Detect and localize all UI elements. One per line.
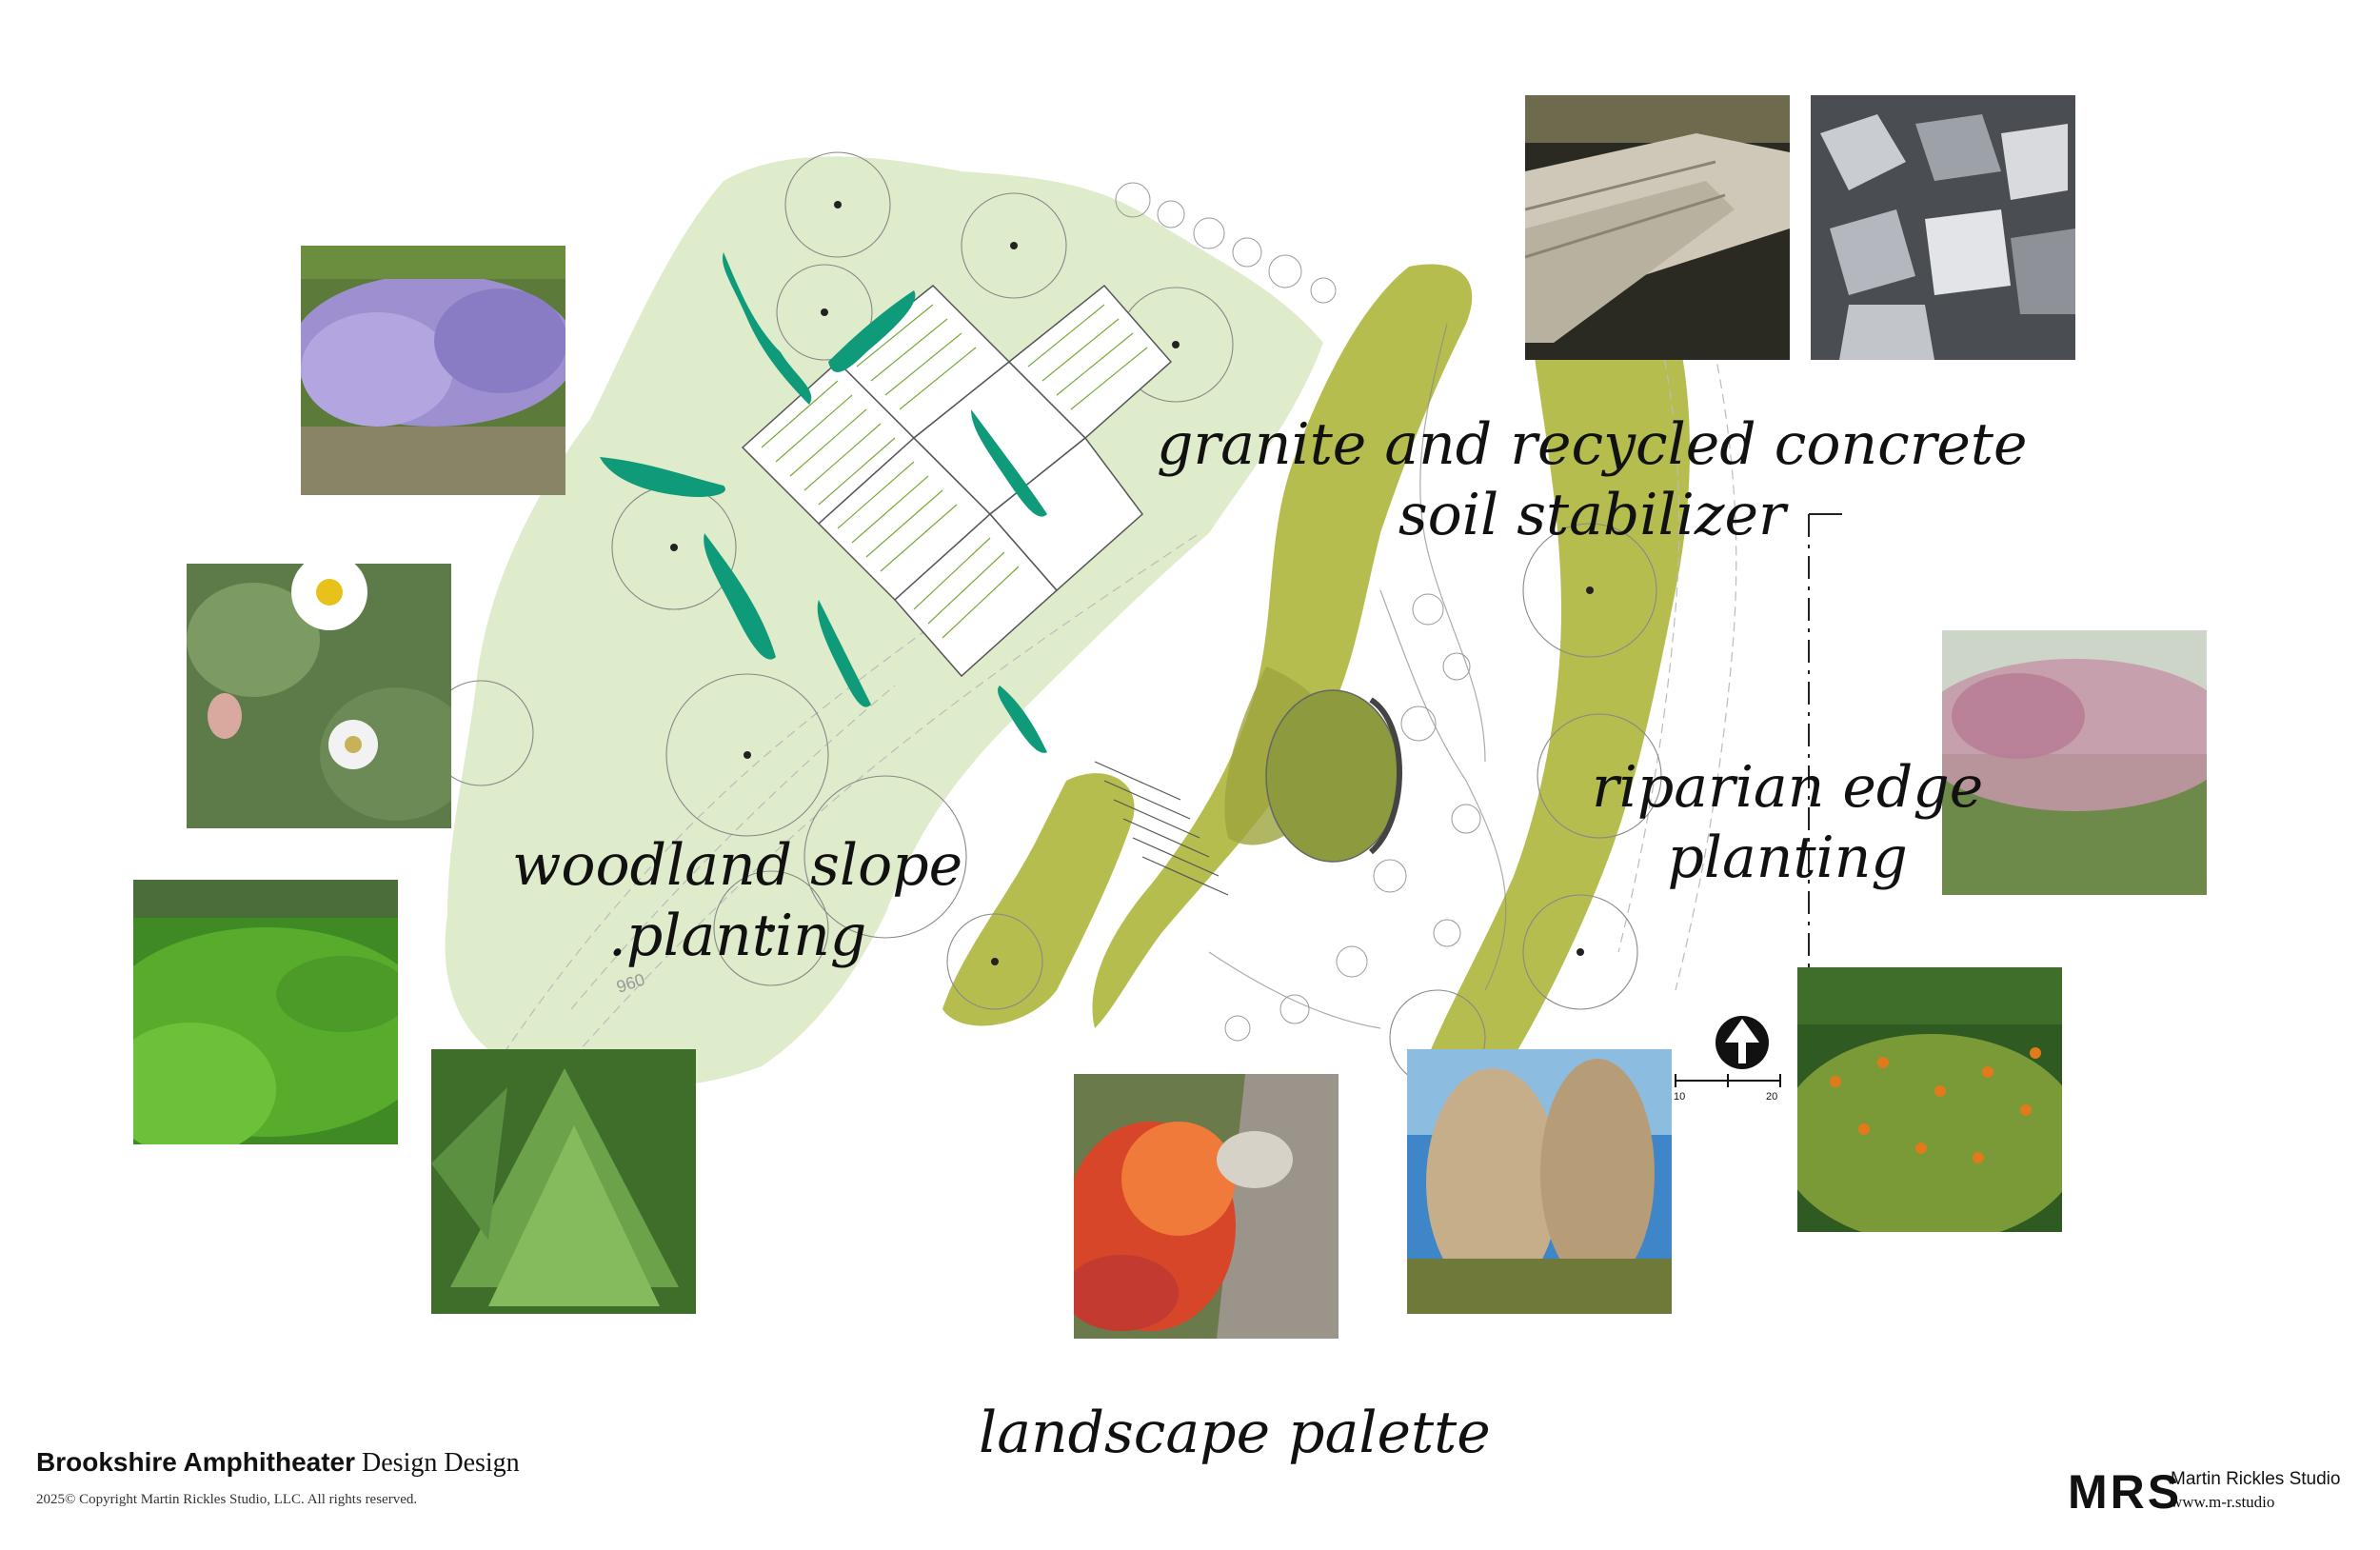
woodland-slope-zone-label: woodland slope .planting (512, 830, 962, 971)
pampas-grass-photo (1407, 1049, 1672, 1314)
zone-label-line1: riparian edge (1592, 754, 1984, 821)
sheet-caption: landscape palette (979, 1400, 1491, 1466)
riparian-edge-zone-label: riparian edge planting (1592, 752, 1983, 893)
red-shrub-photo (1074, 1074, 1339, 1339)
riparian-zone-left (1092, 264, 1473, 1028)
zone-label-line2: soil stabilizer (1398, 482, 1786, 548)
switchgrass-photo (1942, 630, 2207, 895)
zone-label-line1: granite and recycled concrete (1157, 411, 2028, 478)
project-phase: Design Design (362, 1448, 520, 1478)
soil-stabilizer-zone-label: granite and recycled concrete soil stabi… (1157, 409, 2028, 550)
project-name: Brookshire Amphitheater (36, 1447, 356, 1477)
crushed-rock-photo (1811, 95, 2075, 360)
zone-label-line1: woodland slope (512, 832, 963, 899)
zone-label-line2: planting (1667, 825, 1908, 891)
creeping-phlox-photo (301, 246, 565, 495)
granite-slabs-photo (1525, 95, 1790, 360)
north-arrow-icon (1716, 1016, 1769, 1069)
copyright-notice: 2025© Copyright Martin Rickles Studio, L… (36, 1492, 418, 1507)
zone-label-line2: .planting (607, 903, 867, 969)
orange-flowering-shrub-photo (1797, 967, 2062, 1232)
scale-left-label: 10 (1674, 1091, 1685, 1103)
fleabane-flower-photo (187, 564, 451, 828)
sedge-grass-photo (133, 880, 398, 1144)
scale-right-label: 20 (1766, 1091, 1777, 1103)
fern-photo (431, 1049, 696, 1314)
project-title: Brookshire Amphitheater Design Design (36, 1447, 520, 1479)
riparian-zone-right (1428, 250, 1690, 1079)
studio-name: Martin Rickles Studio (2171, 1469, 2341, 1489)
studio-url[interactable]: www.m-r.studio (2171, 1493, 2275, 1511)
studio-logo: MRS (2068, 1465, 2183, 1519)
scale-bar: 10 20 (1674, 1074, 1781, 1103)
